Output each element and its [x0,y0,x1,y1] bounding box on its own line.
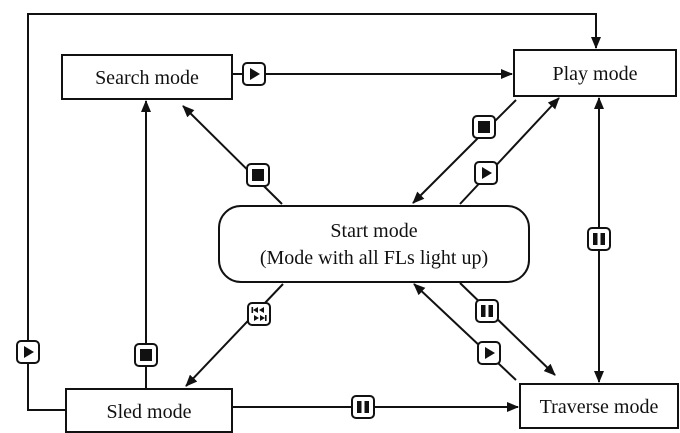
node-play-label: Play mode [553,63,638,85]
node-sled-mode: Sled mode [65,388,233,433]
play-icon [242,62,266,86]
pause-icon [587,227,611,251]
node-traverse-label: Traverse mode [540,396,659,418]
edge-play-to-start [412,99,517,204]
stop-icon [472,115,496,139]
play-icon [474,161,498,185]
node-start-mode: Start mode (Mode with all FLs light up) [218,205,530,283]
node-traverse-mode: Traverse mode [519,383,679,429]
node-start-line1: Start mode [330,220,417,242]
edge-start-to-sled [185,283,284,387]
node-search-mode: Search mode [61,54,233,100]
node-search-label: Search mode [95,67,199,89]
edge-sled-to-play-loop [27,13,601,411]
stop-icon [246,163,270,187]
edge-start-to-play [459,97,560,205]
stop-icon [134,343,158,367]
play-icon [477,341,501,365]
edge-start-to-traverse [459,282,556,376]
pause-icon [351,395,375,419]
edge-start-to-search [182,105,283,205]
node-start-line2: (Mode with all FLs light up) [260,247,488,269]
play-icon [16,340,40,364]
edge-traverse-to-start [413,283,517,381]
rewind-fastforward-icon [247,302,271,326]
pause-icon [475,299,499,323]
node-sled-label: Sled mode [107,401,192,423]
node-play-mode: Play mode [513,49,677,97]
